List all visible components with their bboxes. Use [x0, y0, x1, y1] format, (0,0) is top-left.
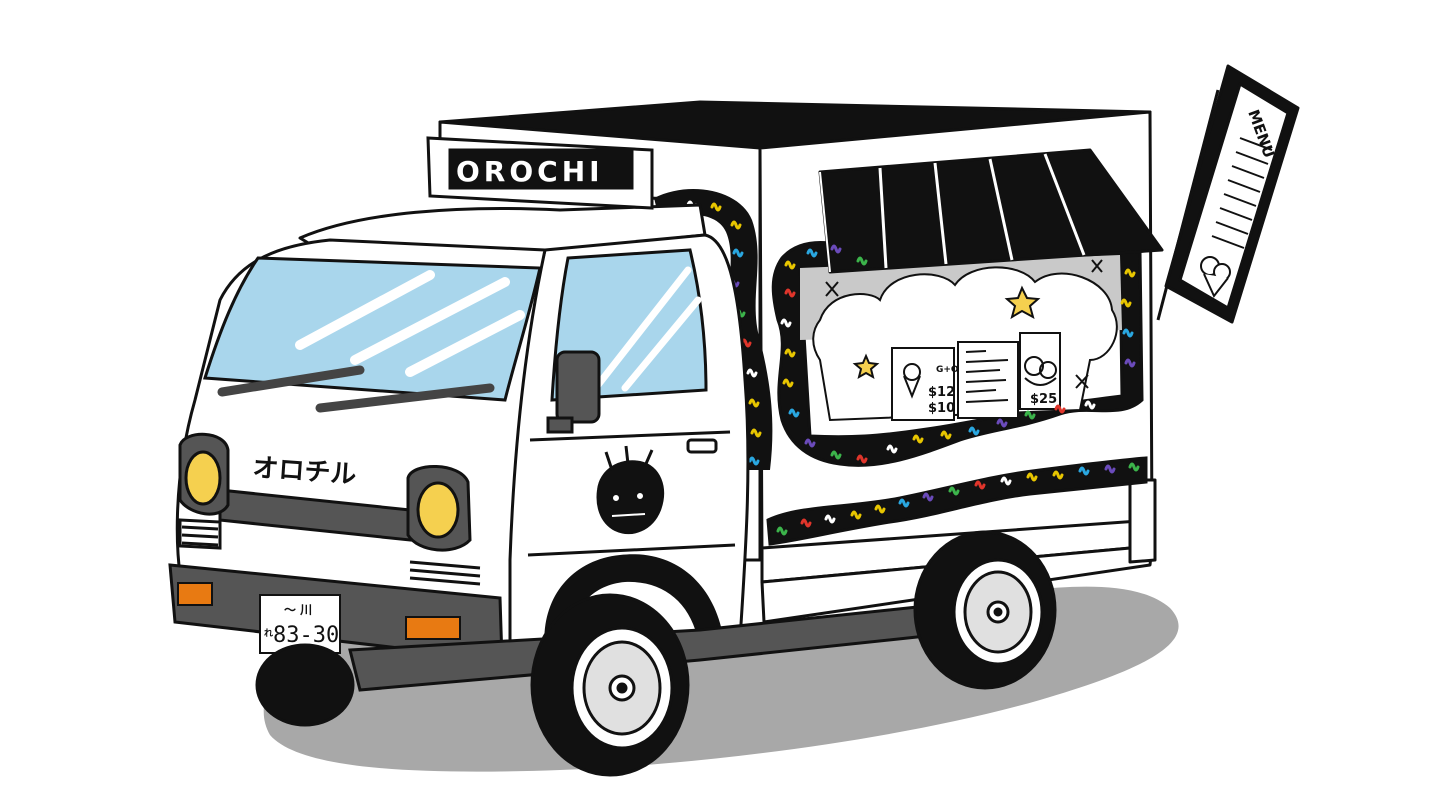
rear-wheel: [913, 530, 1057, 690]
confetti-squiggle: [922, 492, 934, 502]
confetti-squiggle: [1120, 298, 1132, 308]
ice-cream-scoops-icon: [1024, 356, 1057, 386]
door-details: [527, 430, 736, 557]
confetti-squiggle: [806, 248, 818, 258]
confetti-squiggle: [1052, 470, 1064, 480]
confetti-squiggle: [788, 408, 800, 418]
menu-sign-lines: [1211, 137, 1273, 249]
confetti-squiggle: [782, 378, 794, 388]
sparkle-marks: [825, 259, 1103, 389]
confetti-squiggle: [850, 510, 862, 520]
ice-cream-cone-icon: [903, 363, 921, 399]
confetti-squiggle: [968, 426, 980, 436]
confetti-squiggle: [1054, 404, 1066, 414]
confetti-squiggle: [824, 514, 836, 524]
front-wheel: [255, 593, 690, 777]
plate-top-text: 〜 川: [284, 603, 312, 617]
confetti-squiggle: [974, 480, 986, 490]
window-menu-lines: [965, 350, 1009, 403]
window-menu-badge: G+O: [936, 365, 959, 375]
confetti-squiggle: [996, 418, 1008, 428]
front-badge-text: オロチル: [252, 453, 358, 490]
roof-sign-text: OROCHI: [456, 155, 604, 188]
grille-vents: [181, 525, 481, 586]
confetti-squiggle: [1084, 400, 1096, 410]
confetti-squiggle: [780, 318, 792, 328]
menu-sign: [1156, 64, 1300, 324]
confetti-squiggle: [732, 248, 744, 258]
confetti-squiggle: [746, 368, 758, 378]
window-menu-price-1: $12: [928, 385, 955, 400]
headlight-right: [416, 481, 460, 539]
confetti-squiggle: [748, 456, 760, 466]
side-window-glare: [594, 266, 702, 392]
side-wave-band: [766, 456, 1148, 546]
confetti-squiggle: [748, 398, 760, 408]
confetti-squiggle: [784, 348, 796, 358]
confetti-squiggle: [912, 434, 924, 444]
awning: [818, 148, 1164, 274]
star-icon-small: [852, 353, 880, 380]
confetti-squiggle: [1026, 472, 1038, 482]
indicator-left: [177, 582, 213, 606]
confetti-squiggle: [830, 244, 842, 254]
confetti-squiggle: [874, 504, 886, 514]
confetti-squiggle: [1122, 328, 1134, 338]
window-menu-panel-1: [891, 347, 955, 421]
confetti-squiggle: [1104, 464, 1116, 474]
dragon-emblem-icon: [596, 445, 665, 535]
rear-cab-wave-band: [654, 189, 773, 470]
confetti-squiggle: [800, 518, 812, 528]
plate-mark-text: れ: [264, 628, 273, 639]
star-icon: [1004, 285, 1041, 320]
confetti-squiggle: [1078, 466, 1090, 476]
confetti-squiggle: [856, 454, 868, 464]
confetti-squiggle: [830, 450, 842, 460]
confetti-squiggle: [784, 260, 796, 270]
headlight-left: [184, 450, 222, 506]
window-menu-price-3: $25: [1030, 392, 1057, 407]
confetti-squiggle: [898, 498, 910, 508]
cab-roof: [298, 203, 707, 252]
roof-sign: [426, 136, 654, 210]
confetti-squiggle: [940, 430, 952, 440]
fender-wave-band: [544, 554, 725, 652]
menu-sign-cone-icon: [1200, 256, 1231, 298]
confetti-squiggle: [1124, 358, 1136, 368]
confetti-squiggle: [784, 288, 796, 298]
window-menu: [891, 332, 1061, 421]
windshield-glare: [295, 270, 525, 377]
windshield: [203, 256, 542, 402]
confetti-squiggle: [730, 220, 742, 230]
confetti-squiggle: [886, 444, 898, 454]
license-plate: [259, 594, 341, 654]
confetti-squiggle: [948, 486, 960, 496]
confetti-squiggle: [710, 202, 722, 212]
side-mirror: [546, 350, 601, 434]
cargo-rear-post: [1128, 478, 1157, 564]
indicator-right: [405, 616, 461, 640]
menu-sign-face: [1178, 82, 1290, 310]
confetti-squiggle: [776, 526, 788, 536]
confetti-squiggle: [1000, 476, 1012, 486]
confetti-squiggle: [1128, 462, 1140, 472]
window-menu-price-2: $10: [928, 401, 955, 416]
headlights: [178, 432, 472, 552]
confetti-squiggle: [1124, 268, 1136, 278]
confetti-squiggle: [804, 438, 816, 448]
confetti-squiggle: [1024, 410, 1036, 420]
windshield-wipers: [217, 365, 495, 413]
confetti-squiggle: [750, 428, 762, 438]
confetti-squiggle: [856, 256, 868, 266]
